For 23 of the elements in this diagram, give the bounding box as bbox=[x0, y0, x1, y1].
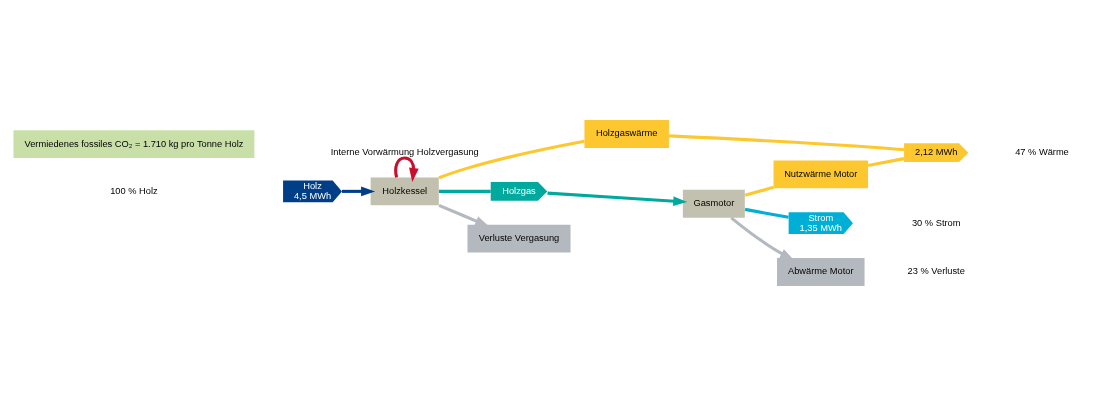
node-box: Verluste Vergasung bbox=[467, 224, 571, 253]
node-box: Nutzwärme Motor bbox=[773, 159, 869, 188]
label: 100 % Holz bbox=[110, 185, 158, 196]
arrow bbox=[438, 203, 490, 226]
connector bbox=[744, 207, 789, 219]
connector bbox=[744, 185, 774, 197]
connector bbox=[439, 189, 491, 193]
node-box: Gasmotor bbox=[682, 189, 745, 218]
label: 23 % Verluste bbox=[907, 265, 965, 276]
node-box: Vermiedenes fossiles CO₂ = 1.710 kg pro Tonne Holz bbox=[13, 129, 255, 158]
node-box: Holzgaswärme bbox=[584, 119, 669, 148]
arrow bbox=[730, 216, 794, 260]
label: 47 % Wärme bbox=[1015, 146, 1069, 157]
node-box: Abwärme Motor bbox=[777, 257, 865, 286]
connector bbox=[438, 139, 585, 179]
arrow bbox=[547, 191, 688, 206]
connector bbox=[668, 133, 905, 151]
arrow bbox=[341, 186, 376, 196]
label: 30 % Strom bbox=[911, 217, 961, 228]
node-box: Holzkessel bbox=[370, 176, 439, 205]
arrow bbox=[394, 156, 419, 182]
edge-label: Interne Vorwärmung Holzvergasung bbox=[330, 146, 479, 157]
connector bbox=[867, 156, 905, 167]
